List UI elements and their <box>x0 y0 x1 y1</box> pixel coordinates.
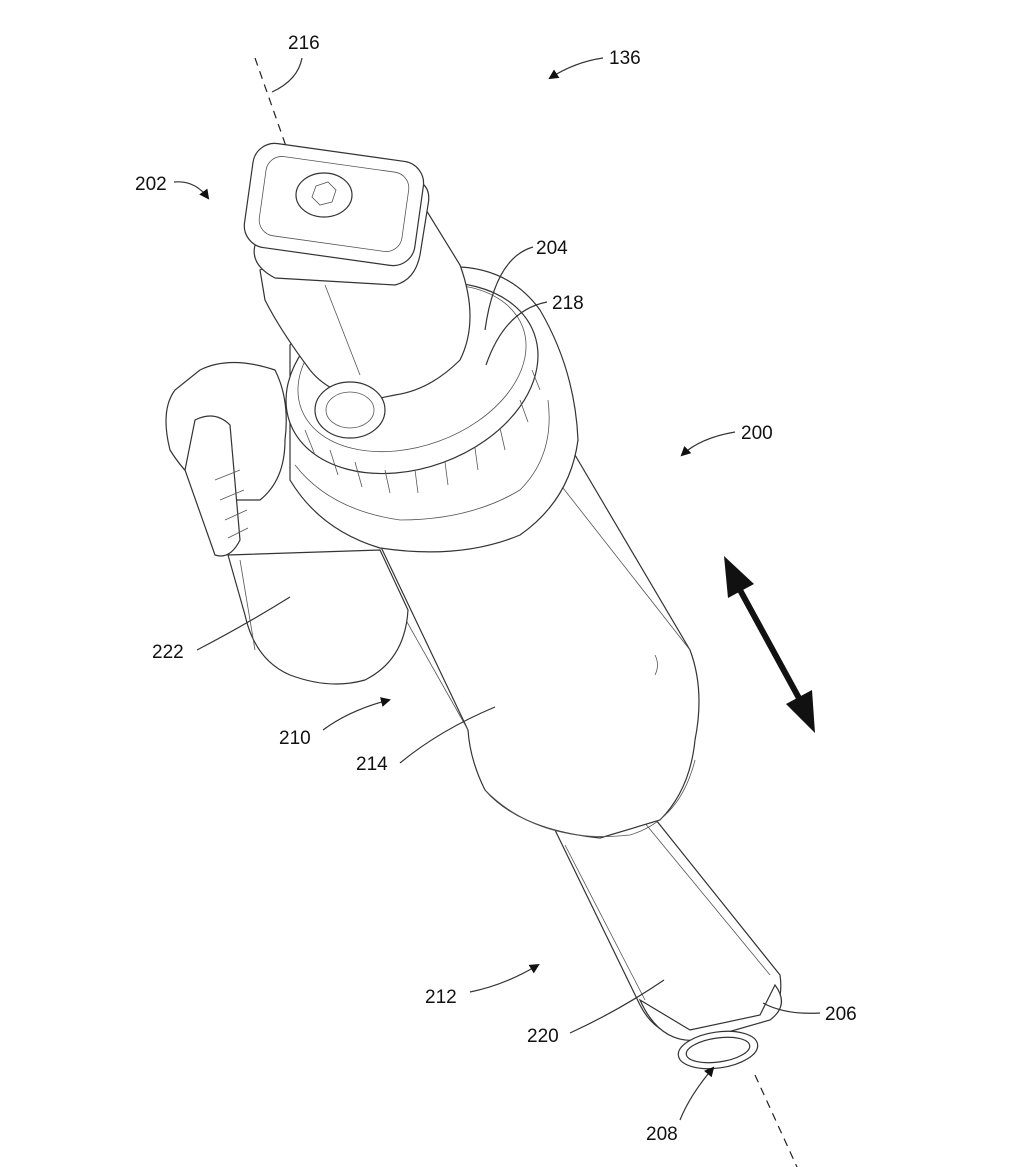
motion-arrow <box>724 556 815 733</box>
reservoir <box>227 549 409 685</box>
label-212: 212 <box>425 987 457 1008</box>
label-206: 206 <box>825 1004 857 1025</box>
label-220: 220 <box>527 1026 559 1047</box>
side-lever <box>165 361 287 557</box>
label-202: 202 <box>135 174 167 195</box>
lower-eyelet <box>638 983 782 1070</box>
label-136: 136 <box>609 48 641 69</box>
label-208: 208 <box>646 1124 678 1145</box>
label-218: 218 <box>552 293 584 314</box>
leader-lines <box>173 57 821 1121</box>
label-204: 204 <box>536 238 568 259</box>
label-200: 200 <box>741 423 773 444</box>
top-mount <box>243 142 430 286</box>
label-222: 222 <box>152 642 184 663</box>
label-210: 210 <box>279 728 311 749</box>
reference-labels: 216 136 202 204 218 200 222 210 214 212 … <box>135 33 857 1145</box>
label-214: 214 <box>356 754 388 775</box>
label-216: 216 <box>288 33 320 54</box>
